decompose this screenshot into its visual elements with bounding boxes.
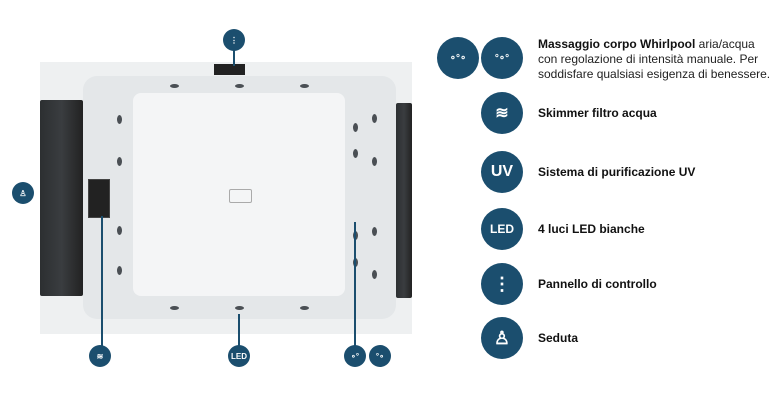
- legend-led: 4 luci LED bianche: [538, 222, 645, 236]
- legend-uv: Sistema di purificazione UV: [538, 165, 696, 179]
- control-panel: [214, 64, 245, 75]
- callout-line: [233, 50, 235, 66]
- control-panel-icon: ⋮: [223, 29, 245, 51]
- legend-seat: Seduta: [538, 331, 579, 345]
- callout-line: [101, 216, 103, 346]
- skimmer-icon: ≋: [89, 345, 111, 367]
- left-side-panel: [40, 100, 83, 296]
- whirlpool-water-icon: °∘°: [481, 37, 523, 79]
- led-icon: LED: [481, 208, 523, 250]
- seat-icon: ♙: [481, 317, 523, 359]
- control-panel-icon: ⋮: [481, 263, 523, 305]
- callout-line: [238, 314, 240, 346]
- right-side-panel: [396, 103, 412, 298]
- seat-icon: ♙: [12, 182, 34, 204]
- whirlpool-water-icon: °∘: [369, 345, 391, 367]
- led-icon: LED: [228, 345, 250, 367]
- legend-skimmer: Skimmer filtro acqua: [538, 106, 657, 120]
- drain: [229, 189, 252, 203]
- skimmer: [88, 179, 110, 218]
- bathtub-floor: [133, 93, 345, 296]
- callout-line: [354, 222, 356, 346]
- uv-icon: UV: [481, 151, 523, 193]
- skimmer-icon: ≋: [481, 92, 523, 134]
- whirlpool-air-icon: ∘°∘: [437, 37, 479, 79]
- whirlpool-air-icon: ∘°: [344, 345, 366, 367]
- legend-control-panel: Pannello di controllo: [538, 277, 657, 291]
